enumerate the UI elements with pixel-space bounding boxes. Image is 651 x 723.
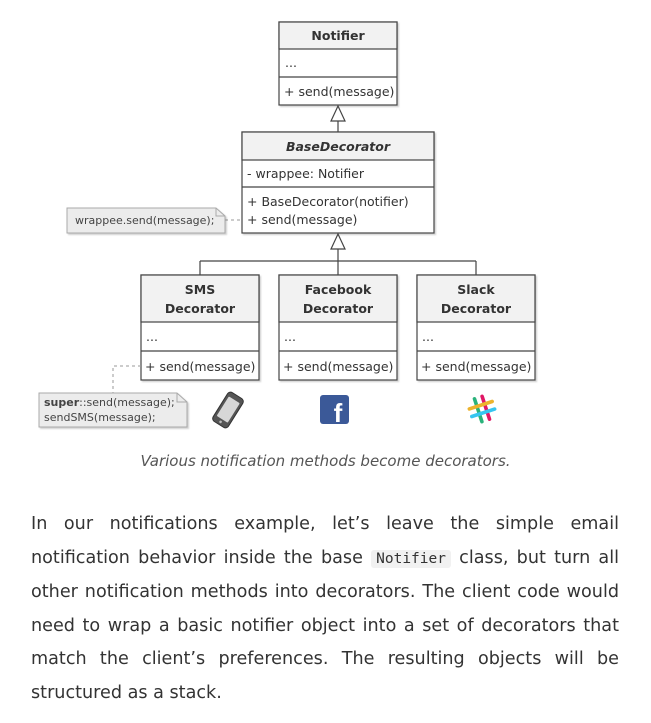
paragraph-text-before-code: In our notifications example, let’s leav… bbox=[31, 514, 619, 568]
sms-decorator-name-line2: Decorator bbox=[165, 301, 236, 316]
facebook-decorator-fields: ... bbox=[284, 329, 296, 344]
notifier-code-inline: Notifier bbox=[371, 549, 451, 568]
inheritance-base-to-notifier bbox=[330, 104, 346, 132]
svg-text:f: f bbox=[334, 398, 343, 428]
paragraph-text-after-code: class, but turn all other notification m… bbox=[31, 547, 619, 703]
notifier-class: Notifier ... + send(message) bbox=[278, 21, 398, 106]
base-decorator-note: wrappee.send(message); bbox=[66, 207, 242, 234]
sms-decorator-fields: ... bbox=[146, 329, 158, 344]
base-decorator-constructor: + BaseDecorator(notifier) bbox=[247, 194, 409, 209]
body-paragraph: In our notifications example, let’s leav… bbox=[31, 508, 619, 710]
base-decorator-method-send: + send(message) bbox=[247, 212, 357, 227]
facebook-decorator-class: Facebook Decorator ... + send(message) bbox=[278, 274, 398, 381]
sms-note-line1: super::send(message); bbox=[44, 396, 175, 409]
facebook-icon: f bbox=[320, 395, 349, 428]
inheritance-decorators-to-base bbox=[199, 232, 477, 275]
slack-decorator-class: Slack Decorator ... + send(message) bbox=[416, 274, 536, 381]
sms-note-super-keyword: super bbox=[44, 396, 80, 409]
facebook-decorator-name-line2: Decorator bbox=[303, 301, 374, 316]
notifier-method-send: + send(message) bbox=[284, 84, 394, 99]
figure-caption: Various notification methods become deco… bbox=[140, 452, 511, 470]
sms-decorator-method-send: + send(message) bbox=[145, 359, 255, 374]
sms-decorator-class: SMS Decorator ... + send(message) bbox=[140, 274, 260, 381]
decorator-uml-diagram: Notifier ... + send(message) BaseDecorat… bbox=[38, 21, 536, 429]
slack-decorator-name-line2: Decorator bbox=[441, 301, 512, 316]
slack-decorator-name-line1: Slack bbox=[457, 282, 495, 297]
sms-decorator-note: super::send(message); sendSMS(message); bbox=[38, 365, 188, 428]
notifier-fields: ... bbox=[285, 55, 297, 70]
slack-decorator-fields: ... bbox=[422, 329, 434, 344]
base-decorator-class-name: BaseDecorator bbox=[286, 139, 391, 154]
base-decorator-note-text: wrappee.send(message); bbox=[75, 214, 214, 227]
sms-note-line1-rest: ::send(message); bbox=[79, 396, 175, 409]
sms-note-line2: sendSMS(message); bbox=[44, 411, 156, 424]
sms-decorator-name-line1: SMS bbox=[185, 282, 215, 297]
base-decorator-class: BaseDecorator - wrappee: Notifier + Base… bbox=[241, 131, 435, 234]
slack-decorator-method-send: + send(message) bbox=[421, 359, 531, 374]
facebook-decorator-name-line1: Facebook bbox=[305, 282, 372, 297]
slack-icon bbox=[467, 394, 497, 424]
base-decorator-field-wrappee: - wrappee: Notifier bbox=[247, 166, 365, 181]
phone-icon bbox=[212, 391, 244, 429]
notifier-class-name: Notifier bbox=[311, 28, 365, 43]
facebook-decorator-method-send: + send(message) bbox=[283, 359, 393, 374]
